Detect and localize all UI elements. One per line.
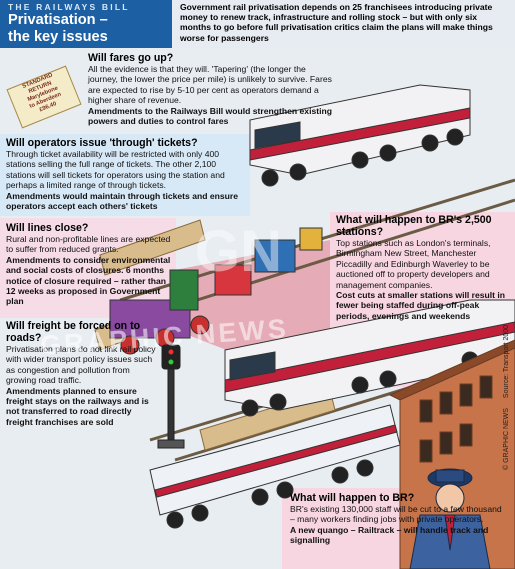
railman-figure (409, 468, 491, 569)
title-block: THE RAILWAYS BILL Privatisation – the ke… (0, 0, 172, 48)
stations-body: Top stations such as London's terminals,… (336, 238, 491, 290)
fares-body: All the evidence is that they will. 'Tap… (88, 64, 332, 106)
br-heading: What will happen to BR? (290, 492, 415, 504)
stations-heading: What will happen to BR's 2,500 stations? (336, 214, 492, 238)
br-section: What will happen to BR? BR's existing 13… (290, 492, 502, 546)
toy-engine (109, 227, 323, 355)
credit-source: Source: Transport 2000 (503, 324, 510, 399)
freight-train (149, 404, 401, 529)
tickets-section: Will operators issue 'through' tickets? … (6, 137, 244, 211)
lines-section: Will lines close? Rural and non-profitab… (6, 222, 172, 307)
signal-post (157, 344, 185, 449)
fares-bold: Amendments to the Railways Bill would st… (88, 105, 333, 127)
tickets-heading: Will operators issue 'through' tickets? (6, 137, 198, 149)
fares-section: Will fares go up? All the evidence is th… (88, 52, 338, 126)
br-bold: A new quango – Railtrack – will handle t… (290, 524, 489, 546)
stations-section: What will happen to BR's 2,500 stations?… (336, 214, 510, 321)
fares-heading: Will fares go up? (88, 52, 174, 64)
credit-line: © GRAPHIC NEWS Source: Transport 2000 (503, 325, 510, 470)
freight-heading: Will freight be forced on to roads? (6, 320, 141, 344)
watermark-logo: GN (195, 219, 282, 284)
title-line-1: Privatisation – (8, 12, 108, 28)
upper-train (249, 84, 471, 187)
lines-heading: Will lines close? (6, 222, 89, 234)
stations-bold: Cost cuts at smaller stations will resul… (336, 290, 506, 321)
freight-section: Will freight be forced on to roads? Priv… (6, 320, 156, 427)
tickets-bold: Amendments would maintain through ticket… (6, 190, 239, 212)
tickets-panel-bg (0, 134, 250, 216)
tickets-body: Through ticket availability will be rest… (6, 149, 225, 191)
title-kicker: THE RAILWAYS BILL (8, 2, 130, 12)
intro-text: Government rail privatisation depends on… (180, 2, 493, 43)
lines-body: Rural and non-profitable lines are expec… (6, 234, 171, 255)
lines-bold: Amendments to consider environmental and… (6, 254, 171, 307)
freight-body: Privatisation plans do not link rail pol… (6, 344, 156, 386)
br-body: BR's existing 130,000 staff will be cut … (290, 504, 502, 525)
freight-bold: Amendments planned to ensure freight sta… (6, 385, 149, 427)
credit-agency: © GRAPHIC NEWS (503, 408, 510, 470)
station-building (388, 339, 515, 569)
title-line-2: the key issues (8, 29, 108, 45)
